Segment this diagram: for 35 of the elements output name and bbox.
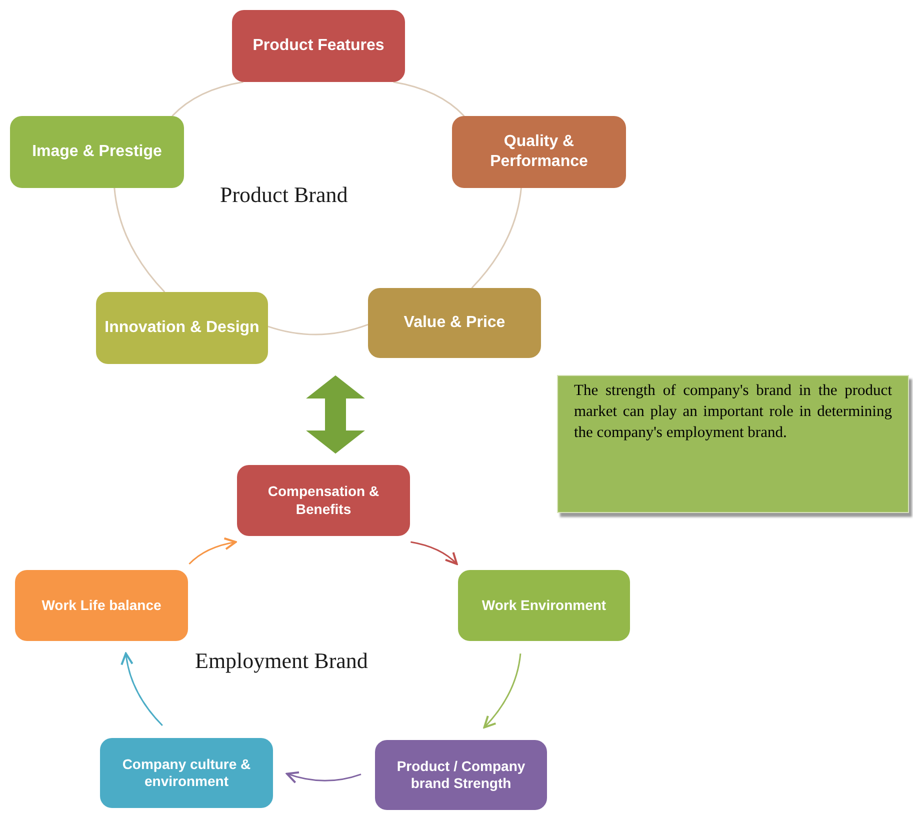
curved-arrow bbox=[286, 771, 362, 784]
rounded-box bbox=[368, 288, 541, 358]
box-label: Compensation & Benefits bbox=[266, 483, 380, 518]
box-label: Company culture & environment bbox=[121, 756, 252, 790]
double-arrow bbox=[306, 375, 365, 454]
connector-arc bbox=[471, 188, 522, 288]
connector-arc bbox=[393, 81, 465, 117]
rounded-box bbox=[232, 10, 405, 82]
note-text: The strength of company's brand in the product market can play an important role in determining the company's employment brand. bbox=[574, 381, 892, 443]
box-label: Work Life balance bbox=[42, 596, 162, 614]
connector-arc bbox=[268, 324, 368, 336]
curved-arrow bbox=[483, 653, 522, 728]
rounded-box bbox=[237, 465, 410, 536]
box-label: Product / Company brand Strength bbox=[396, 758, 526, 792]
rounded-box bbox=[100, 738, 273, 808]
box-label: Quality & Performance bbox=[489, 132, 589, 172]
box-label: Work Environment bbox=[482, 596, 606, 614]
rounded-box bbox=[10, 116, 184, 188]
rounded-box bbox=[96, 292, 268, 364]
curved-arrow bbox=[120, 652, 163, 726]
box-label: Value & Price bbox=[404, 313, 506, 333]
connector-arc bbox=[172, 81, 244, 117]
rounded-box bbox=[15, 570, 188, 641]
rounded-box bbox=[375, 740, 547, 810]
cycle-title: Product Brand bbox=[220, 181, 348, 209]
rounded-box bbox=[452, 116, 626, 188]
box-label: Product Features bbox=[252, 36, 384, 56]
curved-arrow bbox=[410, 541, 458, 565]
box-label: Innovation & Design bbox=[104, 318, 260, 338]
note-box bbox=[557, 375, 909, 513]
connector-arc bbox=[114, 188, 166, 292]
rounded-box bbox=[458, 570, 630, 641]
box-label: Image & Prestige bbox=[32, 142, 162, 162]
cycle-title: Employment Brand bbox=[195, 647, 368, 675]
curved-arrow bbox=[188, 538, 237, 565]
